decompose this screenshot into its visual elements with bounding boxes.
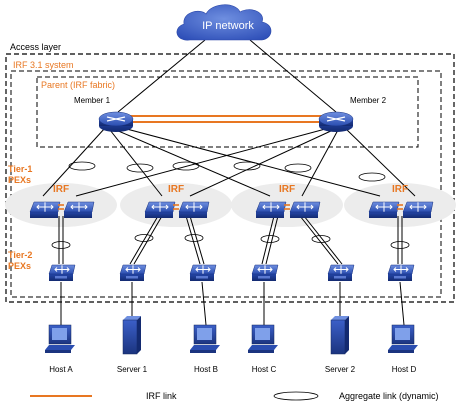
legend-aggregate-label: Aggregate link (dynamic) (339, 391, 439, 401)
tier1-switch (63, 201, 95, 218)
parent-label: Parent (IRF fabric) (41, 80, 115, 90)
tier2-switch-4 (251, 264, 279, 281)
irf-label: IRF (53, 184, 69, 195)
tier1-group-1: IRF (29, 184, 95, 218)
tier1-irf-link (58, 204, 64, 210)
member-2-label: Member 2 (350, 96, 387, 105)
tier2-switch-1 (48, 264, 76, 281)
tier2-switch-3 (189, 264, 217, 281)
tier2-to-host-links (60, 281, 405, 326)
member-to-tier1-links (42, 127, 416, 197)
host-label: Host C (252, 365, 277, 374)
host-label: Server 2 (325, 365, 356, 374)
tier1-switch (368, 201, 400, 218)
server-icon (122, 316, 141, 355)
member-2-device (318, 111, 354, 132)
tier1-label-line1: Tier-1 (8, 164, 32, 174)
end-hosts: Host A Server 1 Host B Host C Server 2 Host D (45, 316, 418, 374)
tier1-switch (178, 201, 210, 218)
host-label: Server 1 (117, 365, 148, 374)
tier2-switch-6 (387, 264, 415, 281)
tier1-group-2: IRF (144, 184, 210, 218)
tier1-switch (402, 201, 434, 218)
tier2-switch-2 (119, 264, 147, 281)
tier1-switch (289, 201, 321, 218)
host-pc-icon (388, 324, 418, 353)
ip-network-label: IP network (202, 20, 254, 32)
access-layer-region (5, 53, 455, 303)
host-label: Host D (392, 365, 417, 374)
access-layer-label: Access layer (10, 42, 61, 52)
server-icon (330, 316, 349, 355)
tier1-pex-groups: IRF IRF IRF IRF (29, 184, 434, 218)
irf-label: IRF (168, 184, 184, 195)
member-1-label: Member 1 (74, 96, 111, 105)
legend-irf-link-label: IRF link (146, 391, 177, 401)
legend: IRF link Aggregate link (dynamic) (30, 391, 439, 401)
tier1-switch (29, 201, 61, 218)
tier1-label-line2: PEXs (8, 175, 31, 185)
tier1-group-4: IRF (368, 184, 434, 218)
tier2-label-line2: PEXs (8, 261, 31, 271)
ip-network-cloud: IP network (176, 4, 272, 41)
host-pc-icon (45, 324, 75, 353)
host-label: Host A (49, 365, 73, 374)
host-label: Host B (194, 365, 218, 374)
cloud-links (117, 39, 337, 113)
tier2-label-line1: Tier-2 (8, 250, 32, 260)
parent-region (36, 76, 419, 148)
member-1-device (98, 111, 134, 132)
aggregate-ellipses-tier2 (51, 234, 410, 249)
tier1-switch (255, 201, 287, 218)
tier2-switch-5 (327, 264, 355, 281)
legend-aggregate-swatch (273, 391, 319, 401)
irf-label: IRF (279, 184, 295, 195)
tier1-irf-link (284, 204, 290, 210)
tier1-group-3: IRF (255, 184, 321, 218)
aggregate-ellipses-tier1 (68, 161, 386, 182)
host-pc-icon (190, 324, 220, 353)
host-pc-icon (248, 324, 278, 353)
tier2-pex-switches (48, 264, 415, 281)
tier1-irf-link (397, 204, 403, 210)
irf-system-label: IRF 3.1 system (13, 60, 74, 70)
member-irf-link (130, 115, 322, 123)
irf-label: IRF (392, 184, 408, 195)
tier1-to-tier2-links (58, 215, 403, 265)
tier1-switch (144, 201, 176, 218)
tier1-irf-link (173, 204, 179, 210)
